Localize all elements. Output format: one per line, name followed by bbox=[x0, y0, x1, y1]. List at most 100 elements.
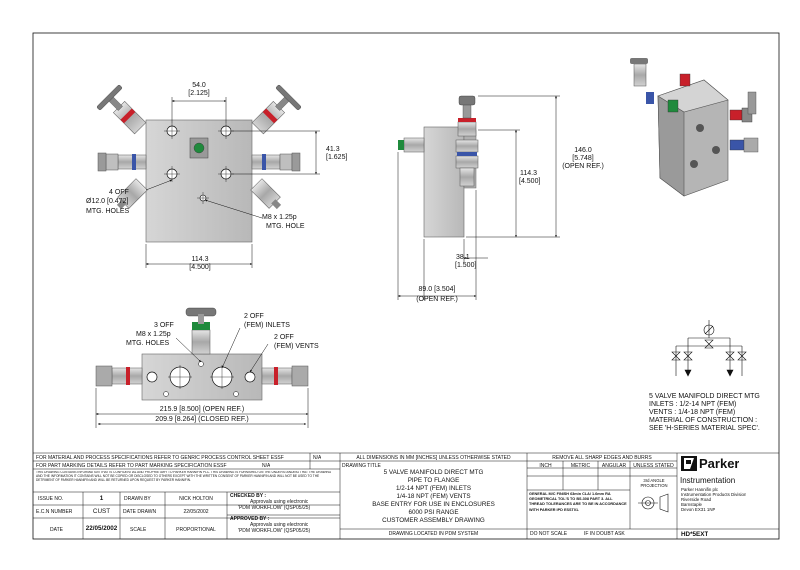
bottom-len-open: 215.9 [8.500] (OPEN REF.) bbox=[159, 406, 245, 413]
isometric-view bbox=[630, 58, 759, 197]
side-view bbox=[397, 95, 560, 300]
issue-no-label: ISSUE NO. bbox=[38, 496, 64, 502]
spec-process: FOR MATERIAL AND PROCESS SPECIFICATIONS … bbox=[36, 455, 284, 461]
side-dim-depth-in: [1.500] bbox=[455, 262, 477, 269]
address-line: Instrumentation Products Division bbox=[681, 492, 747, 497]
drawing-title-line: BASE ENTRY FOR USE IN ENCLOSURES bbox=[372, 501, 495, 508]
projection-symbol bbox=[638, 493, 669, 513]
front-holes-size: Ø12.0 [0.472] bbox=[86, 198, 129, 205]
drawing-title-line: PIPE TO FLANGE bbox=[407, 477, 460, 484]
vent-port bbox=[146, 371, 158, 383]
title-block-grid bbox=[33, 452, 779, 539]
address-line: Parker Hannifin plc bbox=[681, 487, 719, 492]
address-line: Devon EX31 1NP bbox=[681, 507, 716, 512]
side-valve-top bbox=[457, 121, 477, 137]
front-dim-top-in: [2.125] bbox=[188, 90, 210, 97]
finish-note: GENERAL M/C FINISH 63min CLA/ 1.6mm RA G… bbox=[529, 492, 627, 512]
front-holes-label: MTG. HOLES bbox=[86, 208, 130, 215]
address-line: Riverside Road bbox=[681, 497, 712, 502]
projection-label: 3rd ANGLE PROJECTION bbox=[640, 478, 668, 488]
front-view bbox=[97, 85, 320, 268]
scale: PROPORTIONAL bbox=[176, 527, 216, 533]
scale-label: SCALE bbox=[130, 527, 147, 533]
spec-process-value: N/A bbox=[313, 455, 322, 461]
drawing-title-line: 1/2-14 NPT (FEM) INLETS bbox=[395, 485, 472, 492]
bottom-dimensions bbox=[95, 327, 309, 428]
bottom-view bbox=[95, 307, 309, 428]
bottom-vents-label: (FEM) VENTS bbox=[274, 343, 319, 350]
valve-lower-right bbox=[250, 178, 282, 210]
vent-port bbox=[244, 371, 256, 383]
address-line: Barnstaple bbox=[681, 502, 702, 507]
drawing-title-line: 6000 PSI RANGE bbox=[408, 509, 459, 516]
front-dim-right-in: [1.625] bbox=[326, 154, 348, 161]
do-not-scale: DO NOT SCALE bbox=[530, 531, 568, 537]
date-drawn-label: DATE DRAWN bbox=[123, 509, 157, 515]
valve-upper-left bbox=[97, 85, 147, 135]
bottom-holes-qty: 3 OFF bbox=[154, 322, 174, 329]
front-holes-qty: 4 OFF bbox=[109, 189, 129, 196]
side-dim-total-in: [5.748] bbox=[572, 155, 594, 162]
front-dim-top: 54.0 bbox=[192, 82, 206, 89]
drawn-by-label: DRAWN BY bbox=[124, 496, 151, 502]
note-line: 5 VALVE MANIFOLD DIRECT MTG bbox=[649, 393, 760, 400]
tolerance-col-metric: METRIC bbox=[570, 463, 591, 469]
front-dim-bottom: 114.3 bbox=[191, 256, 209, 263]
spec-marking-value: N/A bbox=[262, 463, 271, 469]
side-fitting bbox=[403, 137, 425, 153]
all-dimensions-note: ALL DIMENSIONS IN MM [INCHES] UNLESS OTH… bbox=[356, 455, 511, 461]
remove-burrs-note: REMOVE ALL SHARP EDGES AND BURRS bbox=[552, 455, 652, 461]
tolerance-col-inch: INCH bbox=[539, 463, 552, 469]
front-thread-label: MTG. HOLE bbox=[266, 223, 305, 230]
spec-marking: FOR PART MARKING DETAILS REFER TO PART M… bbox=[36, 463, 227, 469]
drawing-title-line: 1/4-18 NPT (FEM) VENTS bbox=[396, 493, 471, 500]
valve-lower-left bbox=[116, 178, 148, 210]
approved-by-label: APPROVED BY : bbox=[230, 516, 270, 522]
front-dim-bottom-in: [4.500] bbox=[189, 264, 211, 271]
date-label: DATE bbox=[50, 527, 63, 533]
approved-by-note: 'PDM WORKFLOW' (QSP05/25) bbox=[238, 528, 311, 534]
drawn-by: NICK HOLTON bbox=[179, 496, 213, 502]
bottom-valve bbox=[191, 329, 211, 355]
bottom-inlets-label: (FEM) INLETS bbox=[244, 322, 290, 329]
note-line: MATERIAL OF CONSTRUCTION : bbox=[649, 417, 758, 424]
bottom-holes-size: M8 x 1.25p bbox=[136, 331, 171, 338]
front-dimensions bbox=[145, 97, 320, 268]
ecn-number: CUST bbox=[92, 508, 111, 515]
side-dim-mid-in: [4.500] bbox=[519, 178, 541, 185]
bottom-body bbox=[141, 353, 263, 401]
brand-name: Parker bbox=[699, 456, 740, 471]
unless-stated: UNLESS STATED bbox=[633, 463, 674, 469]
date-drawn: 22/05/2002 bbox=[183, 509, 209, 515]
division-title: Instrumentation bbox=[680, 476, 736, 485]
date: 22/05/2002 bbox=[85, 525, 118, 532]
parker-logo bbox=[681, 456, 697, 471]
side-dim-width-ref: (OPEN REF.) bbox=[416, 296, 458, 303]
bottom-vents-qty: 2 OFF bbox=[274, 334, 294, 341]
note-line: VENTS : 1/4-18 NPT (FEM) bbox=[649, 409, 736, 416]
side-dim-total-ref: (OPEN REF.) bbox=[562, 163, 604, 170]
checked-by-note: 'PDM WORKFLOW' (QSP05/25) bbox=[238, 505, 311, 511]
bottom-len-closed: 209.9 [8.264] (CLOSED REF.) bbox=[155, 416, 249, 423]
side-dimensions bbox=[397, 95, 560, 300]
part-number: HD*5EXT bbox=[681, 531, 709, 538]
checked-by-label: CHECKED BY : bbox=[230, 493, 267, 499]
drawing-title-line: 5 VALVE MANIFOLD DIRECT MTG bbox=[383, 469, 484, 476]
drawing-title-line: CUSTOMER ASSEMBLY DRAWING bbox=[382, 517, 485, 524]
checked-by-note: Approvals using electronic bbox=[250, 499, 309, 505]
bottom-holes-label: MTG. HOLES bbox=[126, 340, 170, 347]
valve-upper-right bbox=[251, 85, 301, 135]
front-thread-size: M8 x 1.25p bbox=[262, 214, 297, 221]
if-in-doubt: IF IN DOUBT ASK bbox=[584, 531, 625, 537]
front-dim-right: 41.3 bbox=[326, 146, 340, 153]
valve-schematic bbox=[671, 320, 747, 377]
side-dim-total: 146.0 bbox=[574, 147, 592, 154]
pdm-location-note: DRAWING LOCATED IN PDM SYSTEM bbox=[388, 531, 479, 537]
tolerance-col-angular: ANGULAR bbox=[601, 463, 627, 469]
sheet-border bbox=[32, 32, 780, 540]
side-dim-width: 89.0 [3.504] bbox=[418, 286, 456, 293]
bottom-inlets-qty: 2 OFF bbox=[244, 313, 264, 320]
ecn-label: E.C.N NUMBER bbox=[36, 509, 73, 515]
issue-no: 1 bbox=[99, 495, 104, 502]
